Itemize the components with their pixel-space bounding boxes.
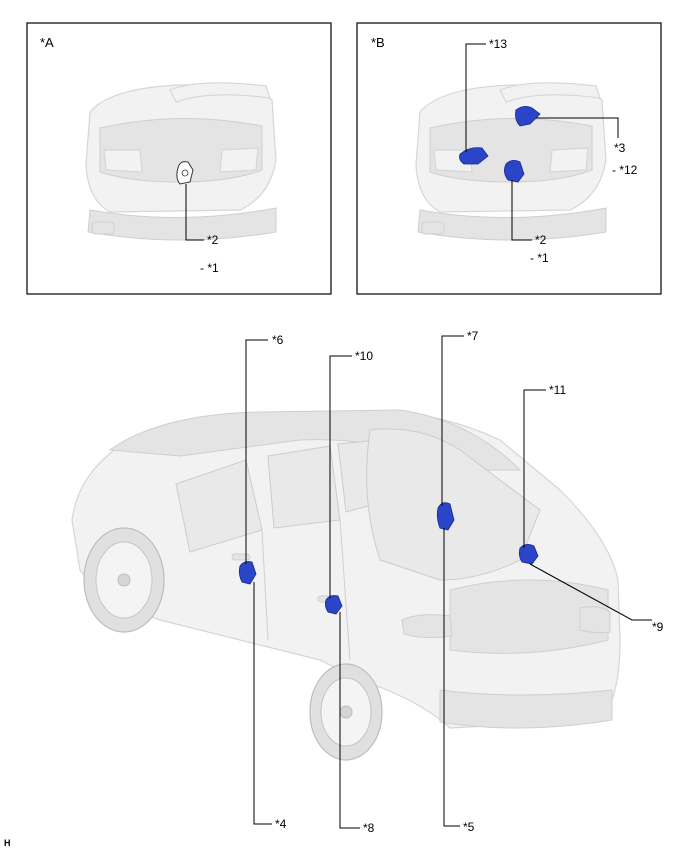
part-2-a-icon [176,161,194,185]
leader-6 [245,339,268,564]
corner-mark: H [4,838,11,848]
rear-tailgate-illustration-a [85,82,277,241]
callout-5: *5 [463,820,475,834]
leader-9 [529,563,652,621]
part-7-5-icon [436,502,455,531]
callout-11: *11 [549,383,566,397]
callout-7: *7 [467,329,479,343]
panel-a: *A *2 - *1 [26,22,332,295]
callout-a-1: - *1 [200,261,219,275]
panel-a-label: *A [40,35,54,50]
part-11-9-icon [518,544,539,565]
callout-a-2: *2 [207,233,219,247]
callout-b-1: - *1 [530,251,549,265]
part-10-8-icon [324,595,343,615]
callout-b-13: *13 [489,37,507,51]
part-6-4-icon [238,561,257,585]
callout-9: *9 [652,620,664,634]
leader-10 [329,355,352,598]
rear-wheel [309,663,383,761]
leader-b-13 [465,43,486,152]
leader-11 [523,389,546,548]
leader-7 [441,335,464,506]
leader-b-3 [536,117,619,138]
callout-4: *4 [275,817,287,831]
leader-a-2 [185,184,204,241]
part-13-icon [459,147,489,165]
callout-10: *10 [355,349,373,363]
leader-4 [253,582,272,825]
leader-5 [443,528,460,827]
part-2-b-icon [504,160,525,183]
callout-b-12: - *12 [612,163,638,177]
leader-8 [339,612,360,829]
part-3-icon [515,106,541,127]
panel-b: *B *13 *3 - *12 *2 - *1 [356,22,662,295]
leader-b-2 [511,180,532,241]
callout-b-2: *2 [535,233,547,247]
callout-8: *8 [363,821,375,835]
rear-tailgate-illustration-b [415,82,607,241]
panel-b-label: *B [371,35,385,50]
front-wheel [83,527,165,633]
callout-6: *6 [272,333,284,347]
callout-b-3: *3 [614,141,626,155]
vehicle-illustration [71,409,621,729]
